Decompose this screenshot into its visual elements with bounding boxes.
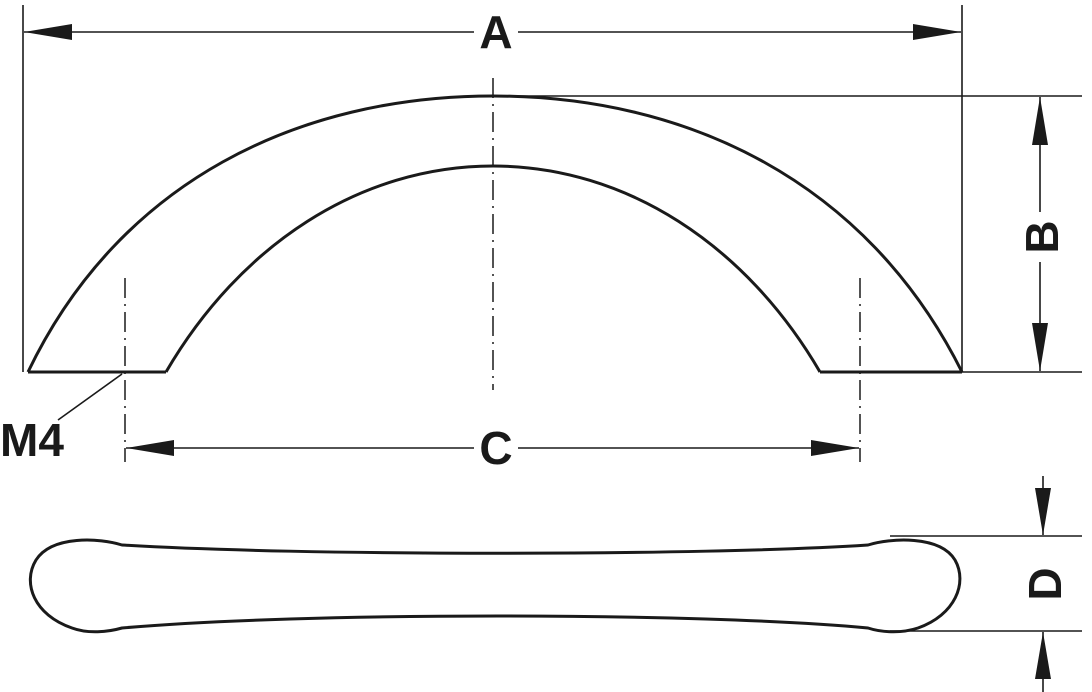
extension-lines bbox=[22, 5, 1082, 373]
dimension-b: B bbox=[1016, 97, 1068, 371]
dimension-a-label: A bbox=[479, 6, 512, 58]
dimension-d: D bbox=[890, 476, 1082, 692]
dimension-d-label: D bbox=[1019, 567, 1071, 600]
dimension-c: C bbox=[126, 422, 859, 474]
handle-top-outline bbox=[28, 538, 962, 634]
dimension-a: A bbox=[24, 6, 961, 58]
center-lines bbox=[124, 78, 861, 462]
dimension-b-label: B bbox=[1016, 220, 1068, 253]
dimension-c-label: C bbox=[479, 422, 512, 474]
thread-label: M4 bbox=[0, 414, 64, 466]
handle-top-view bbox=[28, 538, 962, 634]
thread-callout: M4 bbox=[0, 373, 123, 466]
handle-outer-arc bbox=[26, 94, 964, 373]
handle-front-view bbox=[26, 94, 964, 374]
